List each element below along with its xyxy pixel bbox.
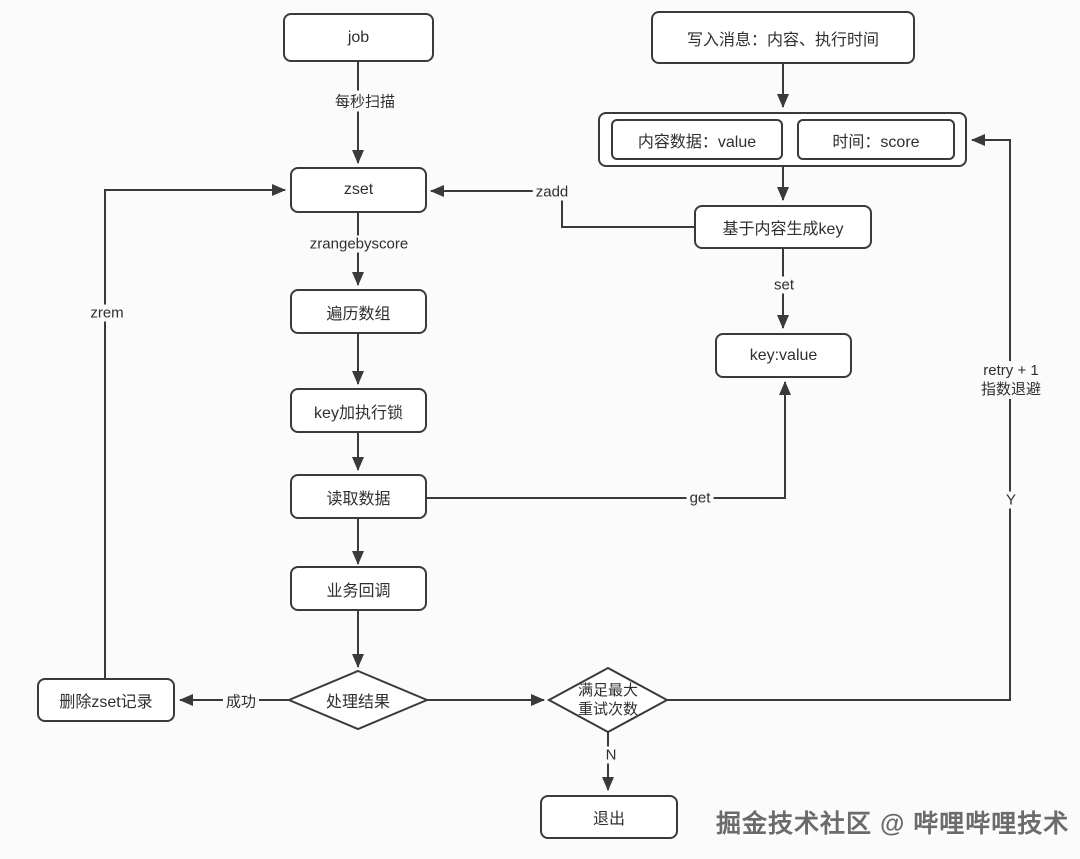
decision-max-retry-line1: 满足最大 bbox=[577, 682, 639, 699]
decision-max-retry-shape bbox=[546, 666, 670, 734]
edge-label-y: Y bbox=[1002, 491, 1020, 509]
node-key-value: key:value bbox=[715, 333, 852, 378]
edge-maxretry-retry-loop bbox=[667, 134, 1011, 701]
node-job: job bbox=[283, 13, 434, 62]
edge-delete-zset-zrem bbox=[104, 184, 286, 678]
node-read-data: 读取数据 bbox=[290, 474, 427, 519]
edge-label-zrem: zrem bbox=[87, 304, 127, 322]
node-business-callback: 业务回调 bbox=[290, 566, 427, 611]
decision-max-retry-line2: 重试次数 bbox=[577, 701, 639, 718]
edge-label-zrangebyscore: zrangebyscore bbox=[306, 235, 412, 253]
edge-read-keyvalue-get bbox=[427, 381, 791, 499]
edge-label-set: set bbox=[770, 276, 798, 294]
node-exit: 退出 bbox=[540, 795, 678, 839]
node-generate-key: 基于内容生成key bbox=[694, 205, 872, 249]
node-time-score: 时间：score bbox=[797, 119, 955, 160]
edge-label-n: N bbox=[602, 746, 620, 764]
node-delete-zset-record: 删除zset记录 bbox=[37, 678, 175, 722]
node-content-value: 内容数据：value bbox=[611, 119, 783, 160]
edge-genkey-zset-zadd bbox=[430, 185, 694, 228]
node-write-message: 写入消息：内容、执行时间 bbox=[651, 11, 915, 64]
edge-label-retry-line2: 指数退避 bbox=[980, 381, 1042, 398]
node-zset: zset bbox=[290, 167, 427, 213]
edge-label-scan-every-second: 每秒扫描 bbox=[331, 90, 399, 112]
node-key-lock: key加执行锁 bbox=[290, 388, 427, 433]
edge-label-zadd: zadd bbox=[532, 183, 572, 201]
edge-label-get: get bbox=[686, 489, 714, 507]
edge-label-retry: retry + 1 指数退避 bbox=[977, 361, 1045, 399]
edge-label-success: 成功 bbox=[222, 690, 260, 712]
edge-label-retry-line1: retry + 1 bbox=[983, 362, 1039, 379]
node-traverse-array: 遍历数组 bbox=[290, 289, 427, 334]
decision-process-result-label: 处理结果 bbox=[325, 694, 391, 711]
decision-max-retry-label: 满足最大 重试次数 bbox=[578, 681, 638, 719]
watermark-text: 掘金技术社区 @ 哔哩哔哩技术 bbox=[716, 810, 1070, 838]
decision-process-result-shape bbox=[286, 669, 430, 731]
